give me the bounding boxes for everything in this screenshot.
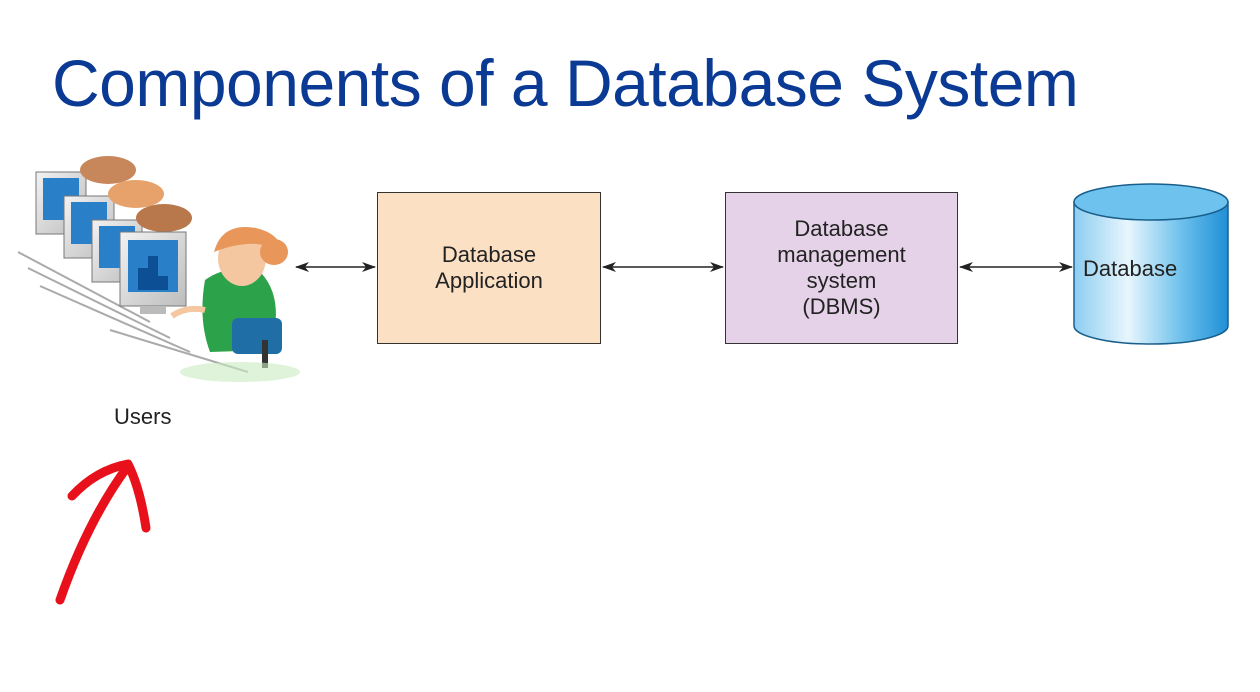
dbms-box-line4: (DBMS) bbox=[802, 293, 881, 319]
database-application-box: Database Application bbox=[377, 192, 601, 344]
app-box-line1: Database bbox=[441, 242, 537, 268]
database-label: Database bbox=[1083, 256, 1178, 281]
workstation-front bbox=[119, 227, 300, 382]
slide-title: Components of a Database System bbox=[52, 46, 1079, 120]
workstation-3 bbox=[91, 204, 192, 283]
dbms-box-line1: Database bbox=[794, 216, 889, 242]
desk-lines bbox=[17, 251, 249, 373]
dbms-box: Database management system (DBMS) bbox=[725, 192, 958, 344]
users-illustration bbox=[17, 156, 300, 382]
dbms-box-line3: system bbox=[806, 268, 877, 293]
app-box-line2: Application bbox=[435, 268, 543, 293]
dbms-box-line2: management bbox=[777, 242, 906, 268]
users-label: Users bbox=[114, 404, 172, 429]
